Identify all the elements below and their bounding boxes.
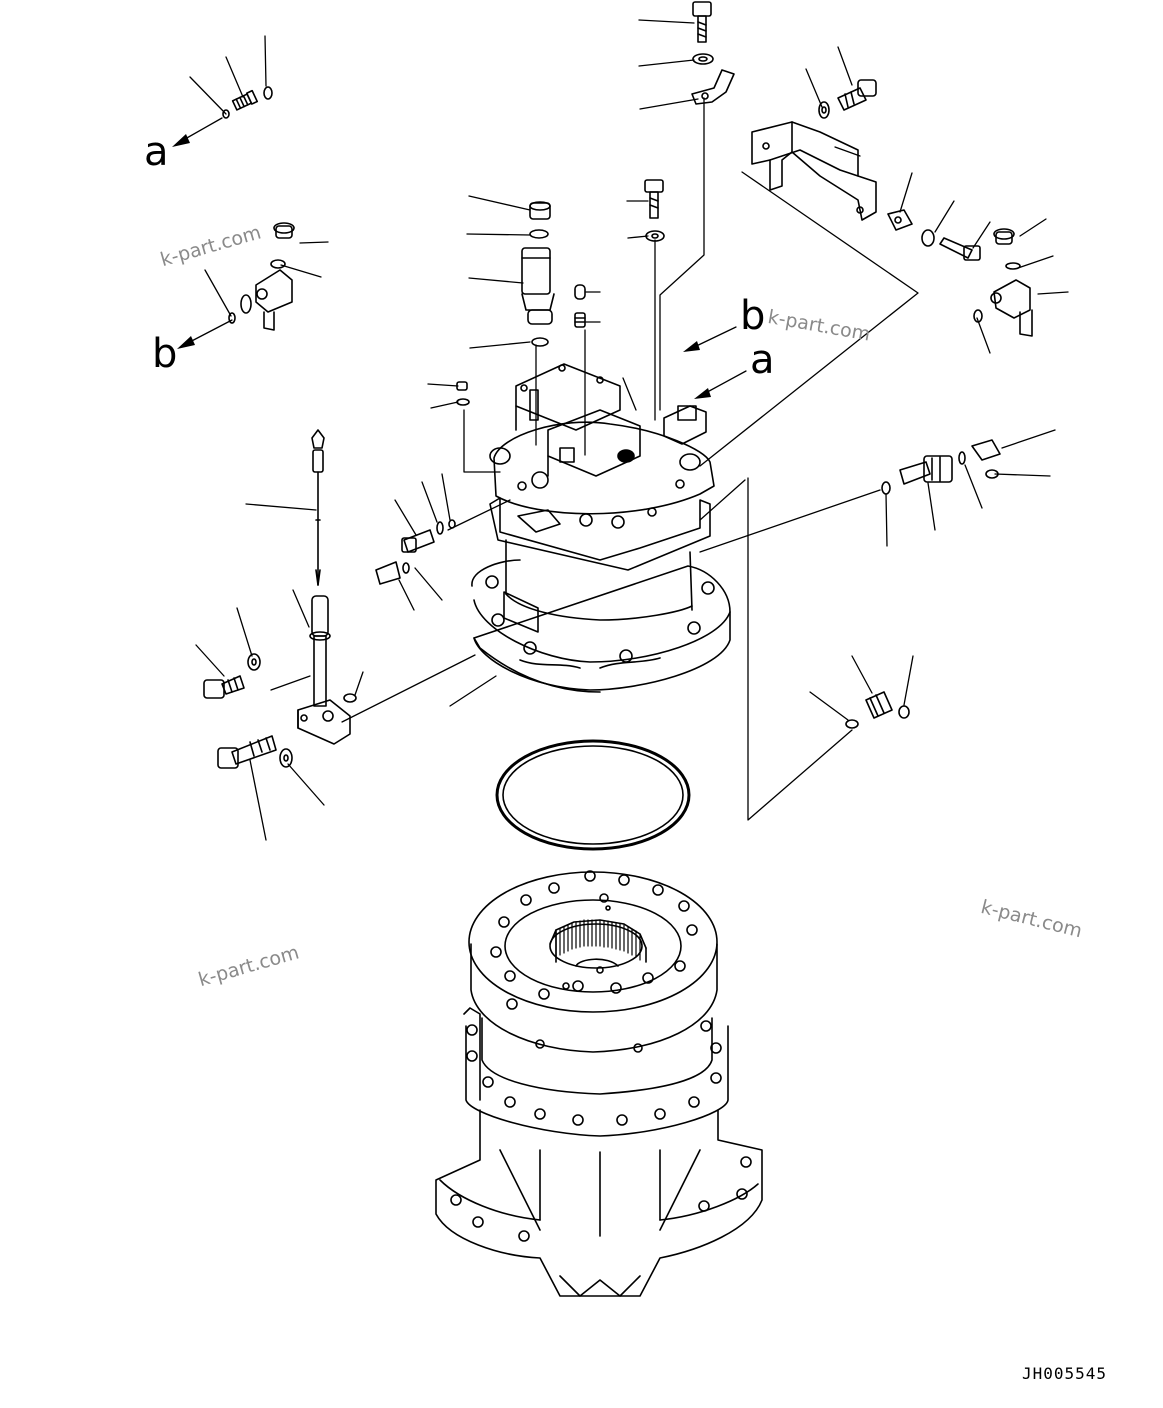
- reference-letter-b: b: [740, 293, 766, 339]
- reference-letter-a: a: [144, 129, 169, 175]
- small-bolt-center: [644, 179, 665, 242]
- sensor-bracket: [751, 121, 877, 221]
- bolt-dipstick-upper: [203, 653, 261, 699]
- relief-valve-stack: [521, 201, 555, 347]
- reference-letter-a: a: [750, 337, 775, 383]
- reference-arrowheads: [172, 134, 711, 399]
- bolt-top-center: [691, 1, 735, 105]
- clamp-right: [887, 209, 981, 261]
- dipstick: [297, 429, 357, 745]
- screw-left-top: [456, 381, 470, 406]
- swivel-fitting-left: [228, 222, 295, 331]
- swing-reduction-housing: [435, 870, 763, 1297]
- bolt-dipstick-lower: [217, 735, 293, 769]
- bolts-left-mid: [375, 519, 456, 585]
- sensor-right: [881, 439, 1001, 495]
- bolt-bracket: [818, 79, 877, 119]
- swing-motor: [471, 363, 731, 693]
- reference-letter-b: b: [152, 331, 178, 377]
- fasteners: [203, 1, 1033, 769]
- small-plugs: [574, 284, 586, 328]
- leader-lines: [177, 19, 1069, 841]
- swivel-fitting-right: [973, 228, 1033, 337]
- large-o-ring: [495, 739, 691, 851]
- plug-right-low: [845, 691, 910, 729]
- drawing-code: JH005545: [1022, 1364, 1108, 1383]
